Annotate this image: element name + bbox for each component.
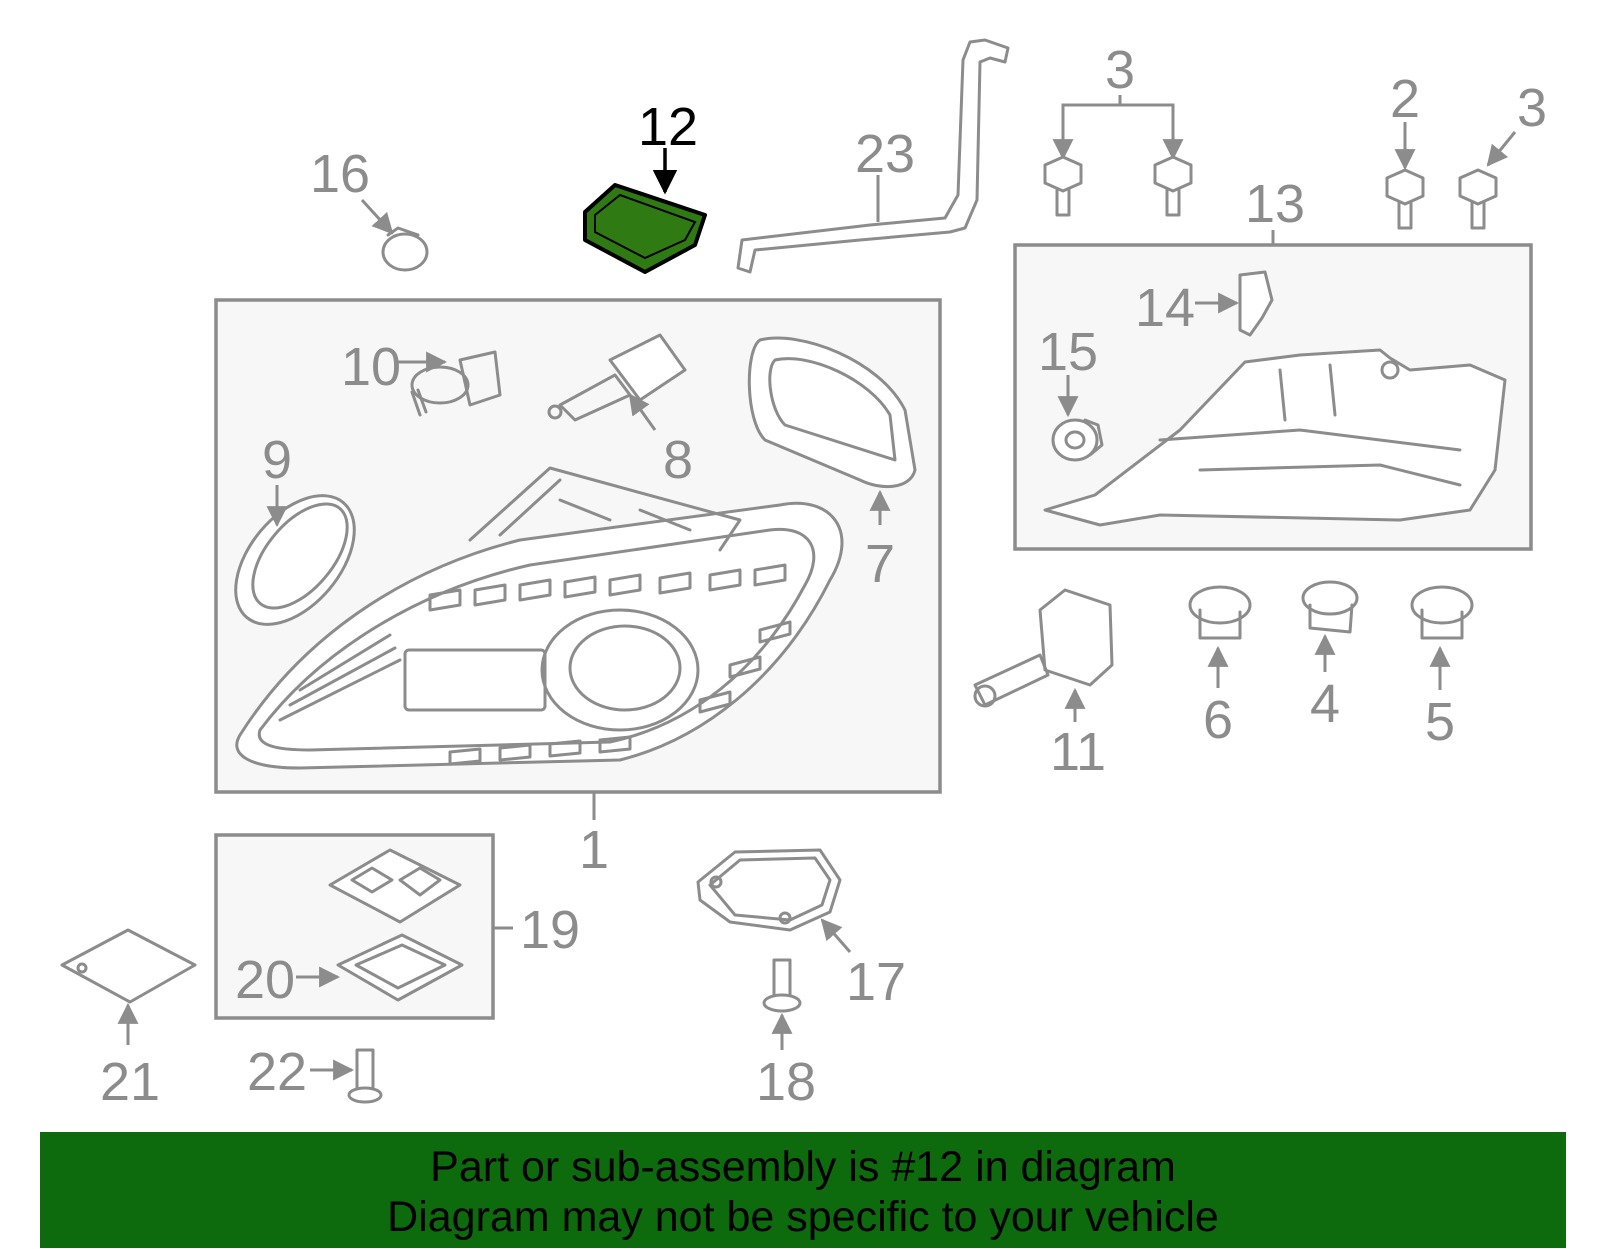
bolt-2 bbox=[1385, 122, 1425, 230]
callout-18: 18 bbox=[756, 1052, 816, 1112]
parts-diagram: 1 2 3 3 4 5 6 7 8 9 10 11 12 13 14 15 16… bbox=[60, 38, 1547, 1112]
callout-9: 9 bbox=[262, 430, 292, 490]
banner-line-1: Part or sub-assembly is #12 in diagram bbox=[430, 1143, 1176, 1191]
callout-8: 8 bbox=[663, 430, 693, 490]
part-13-bracket bbox=[1043, 348, 1507, 527]
parts-diagram-svg: 1 2 3 3 4 5 6 7 8 9 10 11 12 13 14 15 16… bbox=[60, 38, 1547, 1112]
callout-3b: 3 bbox=[1517, 78, 1547, 138]
part-20-gasket bbox=[336, 933, 464, 1002]
callout-7: 7 bbox=[865, 534, 895, 594]
part-19-ballast bbox=[328, 848, 462, 924]
part-4-clip bbox=[1301, 580, 1359, 634]
callout-3a: 3 bbox=[1105, 40, 1135, 100]
part-6-clip bbox=[1188, 585, 1252, 640]
part-7-seal bbox=[747, 336, 917, 489]
part-14-clip bbox=[1238, 270, 1274, 337]
bolts-3-pair bbox=[1043, 95, 1193, 217]
callout-22: 22 bbox=[247, 1042, 307, 1102]
part-21-label bbox=[60, 928, 197, 1004]
callout-15: 15 bbox=[1038, 322, 1098, 382]
callout-20: 20 bbox=[235, 950, 295, 1010]
callout-19: 19 bbox=[520, 900, 580, 960]
callout-6: 6 bbox=[1203, 690, 1233, 750]
leader-17 bbox=[820, 918, 852, 953]
part-22-screw bbox=[347, 1048, 383, 1104]
part-11-xenon-bulb bbox=[973, 588, 1114, 708]
headlamp-housing bbox=[235, 466, 844, 770]
callout-11: 11 bbox=[1050, 722, 1106, 782]
leader-8 bbox=[628, 393, 657, 431]
bolt-3-right bbox=[1458, 131, 1517, 230]
part-17-cover bbox=[696, 848, 842, 932]
callout-5: 5 bbox=[1425, 692, 1455, 752]
callout-10: 10 bbox=[341, 337, 401, 397]
callout-14: 14 bbox=[1135, 278, 1195, 338]
callout-16: 16 bbox=[310, 144, 370, 204]
part-5-clip bbox=[1410, 585, 1474, 640]
part-16-clip bbox=[381, 226, 429, 272]
part-12-cover bbox=[583, 183, 707, 274]
banner-line-2: Diagram may not be specific to your vehi… bbox=[387, 1193, 1219, 1241]
ballast-assembly-box bbox=[214, 833, 495, 1020]
part-23-hose bbox=[736, 38, 1010, 274]
callout-21: 21 bbox=[100, 1052, 160, 1112]
callout-2: 2 bbox=[1390, 69, 1420, 129]
callout-17: 17 bbox=[846, 952, 906, 1012]
callout-12: 12 bbox=[638, 97, 698, 157]
part-9-ring bbox=[234, 494, 356, 626]
part-15-grommet bbox=[1051, 418, 1104, 462]
callout-1: 1 bbox=[579, 820, 609, 880]
callout-23: 23 bbox=[855, 124, 915, 184]
callout-4: 4 bbox=[1310, 674, 1340, 734]
info-banner: Part or sub-assembly is #12 in diagram D… bbox=[40, 1132, 1566, 1248]
leader-16 bbox=[360, 198, 394, 235]
part-18-screw bbox=[762, 958, 802, 1013]
callout-13: 13 bbox=[1245, 174, 1305, 234]
